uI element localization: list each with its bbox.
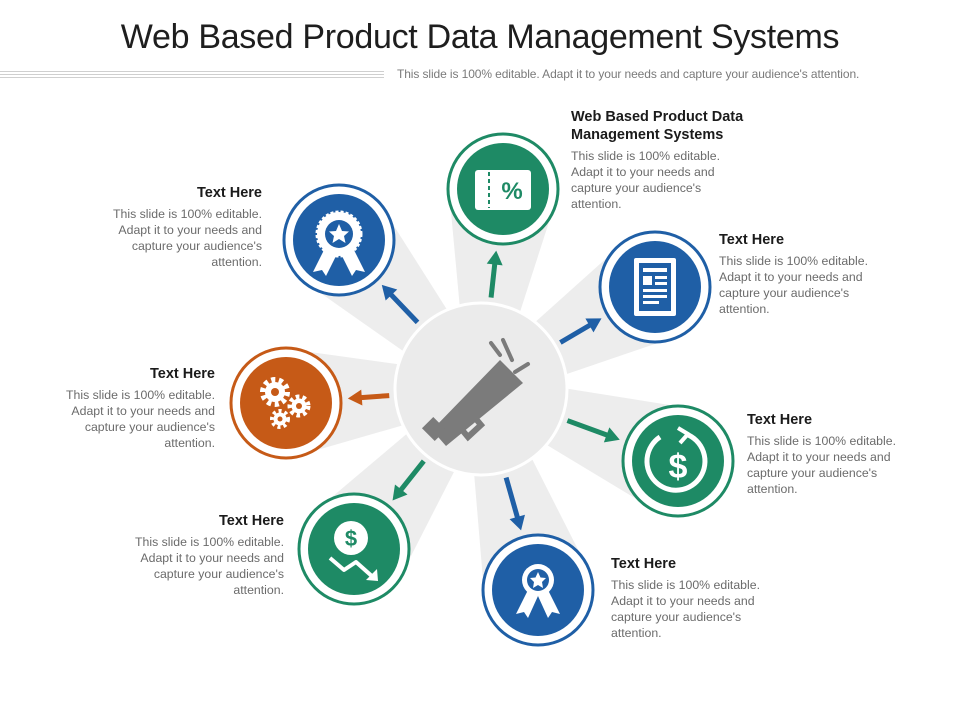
arrow-shaft-3 bbox=[503, 476, 522, 524]
item-heading: Text Here bbox=[611, 556, 677, 572]
item-block-4: Text Here This slide is 100% editable. A… bbox=[134, 512, 284, 598]
award-ribbon-icon bbox=[516, 564, 560, 618]
item-text: This slide is 100% editable. Adapt it to… bbox=[112, 207, 262, 269]
item-text: This slide is 100% editable. Adapt it to… bbox=[719, 254, 869, 316]
node-award-badge bbox=[282, 183, 396, 297]
item-block-5: Text Here This slide is 100% editable. A… bbox=[65, 365, 215, 451]
item-text: This slide is 100% editable. Adapt it to… bbox=[134, 535, 284, 597]
item-heading: Text Here bbox=[719, 232, 785, 248]
arrow-shaft-4 bbox=[395, 459, 426, 496]
ticket-percent-icon: % bbox=[475, 170, 531, 210]
arrow-shaft-6 bbox=[385, 288, 420, 325]
item-block-6: Text Here This slide is 100% editable. A… bbox=[112, 184, 262, 270]
dollar-down-trend-icon: $ bbox=[328, 521, 378, 581]
node-award-ribbon bbox=[481, 533, 595, 647]
arrow-head-3 bbox=[509, 514, 525, 531]
node-dollar-down: $ bbox=[297, 492, 411, 606]
document-icon bbox=[634, 258, 676, 316]
dollar-cycle-icon: $ bbox=[644, 426, 708, 493]
page-subtitle: This slide is 100% editable. Adapt it to… bbox=[397, 67, 860, 81]
item-block-1: Text Here This slide is 100% editable. A… bbox=[719, 231, 869, 317]
item-text: This slide is 100% editable. Adapt it to… bbox=[65, 388, 215, 450]
node-document bbox=[598, 230, 712, 344]
item-block-2: Text Here This slide is 100% editable. A… bbox=[747, 411, 897, 497]
gears-icon bbox=[260, 377, 311, 429]
item-block-3: Text Here This slide is 100% editable. A… bbox=[611, 555, 761, 641]
node-gears bbox=[229, 346, 343, 460]
arrow-head-2 bbox=[603, 427, 620, 443]
item-heading: Text Here bbox=[196, 185, 262, 201]
item-heading: Web Based Product Data Management System… bbox=[571, 109, 744, 143]
award-badge-icon bbox=[313, 210, 365, 276]
page-title: Web Based Product Data Management System… bbox=[120, 18, 840, 56]
node-ticket: % bbox=[446, 132, 560, 246]
arrow-shaft-2 bbox=[566, 418, 614, 440]
svg-text:$: $ bbox=[669, 448, 688, 486]
node-dollar-cycle: $ bbox=[621, 404, 735, 518]
arrow-shaft-1 bbox=[559, 320, 596, 345]
item-block-0: Web Based Product Data Management System… bbox=[571, 108, 781, 212]
item-heading: Text Here bbox=[747, 412, 813, 428]
subtitle-rule bbox=[0, 71, 384, 81]
arrow-head-0 bbox=[486, 250, 503, 266]
arrow-head-1 bbox=[585, 318, 602, 333]
item-text: This slide is 100% editable. Adapt it to… bbox=[571, 149, 721, 211]
item-heading: Text Here bbox=[218, 513, 284, 529]
megaphone-icon bbox=[421, 338, 530, 446]
svg-text:%: % bbox=[501, 178, 522, 205]
item-heading: Text Here bbox=[149, 366, 215, 382]
arrow-shaft-0 bbox=[488, 258, 498, 298]
svg-text:$: $ bbox=[345, 526, 357, 551]
arrow-head-5 bbox=[347, 389, 363, 406]
item-text: This slide is 100% editable. Adapt it to… bbox=[747, 434, 897, 496]
arrow-layer bbox=[347, 250, 620, 531]
center-hub bbox=[393, 301, 569, 477]
arrow-head-6 bbox=[381, 284, 398, 301]
item-text: This slide is 100% editable. Adapt it to… bbox=[611, 578, 761, 640]
arrow-head-4 bbox=[392, 484, 408, 501]
